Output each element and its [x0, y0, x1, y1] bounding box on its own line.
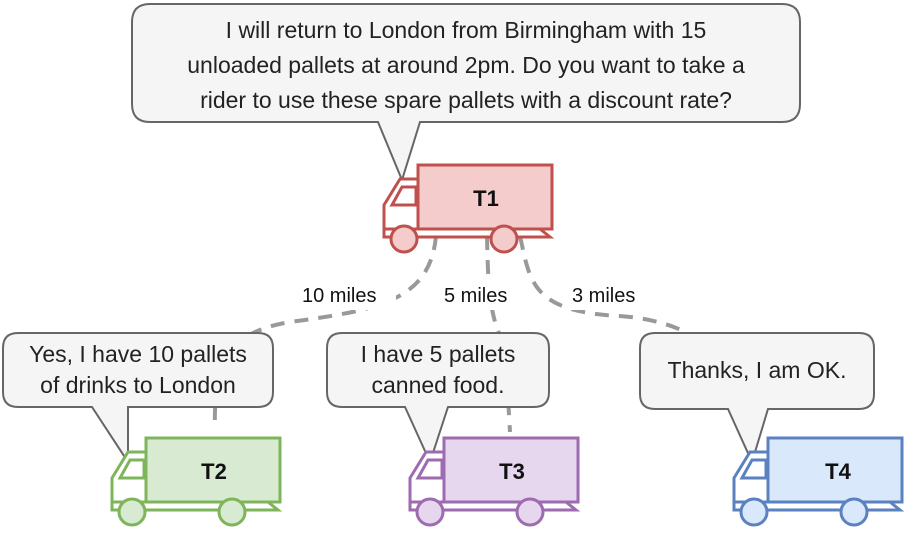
bubble-t3-line-1: I have 5 pallets	[361, 341, 516, 367]
speech-bubble-t2: Yes, I have 10 pallets of drinks to Lond…	[2, 332, 274, 466]
truck-wheel	[739, 497, 769, 527]
truck-chassis	[382, 227, 555, 239]
speech-bubble-t1: I will return to London from Birmingham …	[131, 3, 801, 183]
bubble-t3-line-2: canned food.	[371, 372, 504, 398]
distance-label-t3: 5 miles	[444, 285, 507, 307]
truck-wheel	[389, 224, 419, 254]
bubble-t2-line-1: Yes, I have 10 pallets	[29, 341, 247, 367]
truck-wheel	[117, 497, 147, 527]
truck-window	[389, 185, 418, 207]
speech-bubble-t4: Thanks, I am OK.	[639, 332, 875, 465]
bubble-t1-line-2: unloaded pallets at around 2pm. Do you w…	[187, 52, 745, 78]
distance-label-t2: 10 miles	[302, 285, 376, 307]
speech-bubble-t3: I have 5 pallets canned food.	[326, 332, 550, 465]
truck-window	[117, 458, 146, 480]
truck-chassis	[732, 500, 905, 512]
truck-wheel	[839, 497, 869, 527]
bubble-t1-line-3: rider to use these spare pallets with a …	[200, 87, 732, 113]
truck-window	[415, 458, 444, 480]
truck-icon	[382, 163, 555, 254]
truck-icon	[110, 436, 283, 527]
truck-wheel	[415, 497, 445, 527]
truck-wheel	[217, 497, 247, 527]
truck-wheel	[515, 497, 545, 527]
bubble-t2-line-2: of drinks to London	[40, 372, 236, 398]
truck-cargo-box	[416, 163, 554, 231]
truck-t3: T3	[408, 436, 581, 527]
truck-label-t3: T3	[499, 459, 525, 484]
truck-cargo-box	[766, 436, 904, 504]
truck-chassis	[408, 500, 581, 512]
truck-cargo-box	[442, 436, 580, 504]
truck-label-t1: T1	[473, 186, 499, 211]
truck-t4: T4	[732, 436, 905, 527]
truck-label-t2: T2	[201, 459, 227, 484]
truck-icon	[732, 436, 905, 527]
bubble-t1-line-1: I will return to London from Birmingham …	[226, 17, 707, 43]
truck-chassis	[110, 500, 283, 512]
truck-t1: T1	[382, 163, 555, 254]
truck-wheel	[489, 224, 519, 254]
distance-label-t4: 3 miles	[572, 285, 635, 307]
truck-window	[739, 458, 768, 480]
truck-t2: T2	[110, 436, 283, 527]
truck-icon	[408, 436, 581, 527]
bubble-t4-line-1: Thanks, I am OK.	[668, 357, 847, 383]
truck-label-t4: T4	[825, 459, 851, 484]
distance-labels: 10 miles 5 miles 3 miles	[298, 280, 656, 310]
